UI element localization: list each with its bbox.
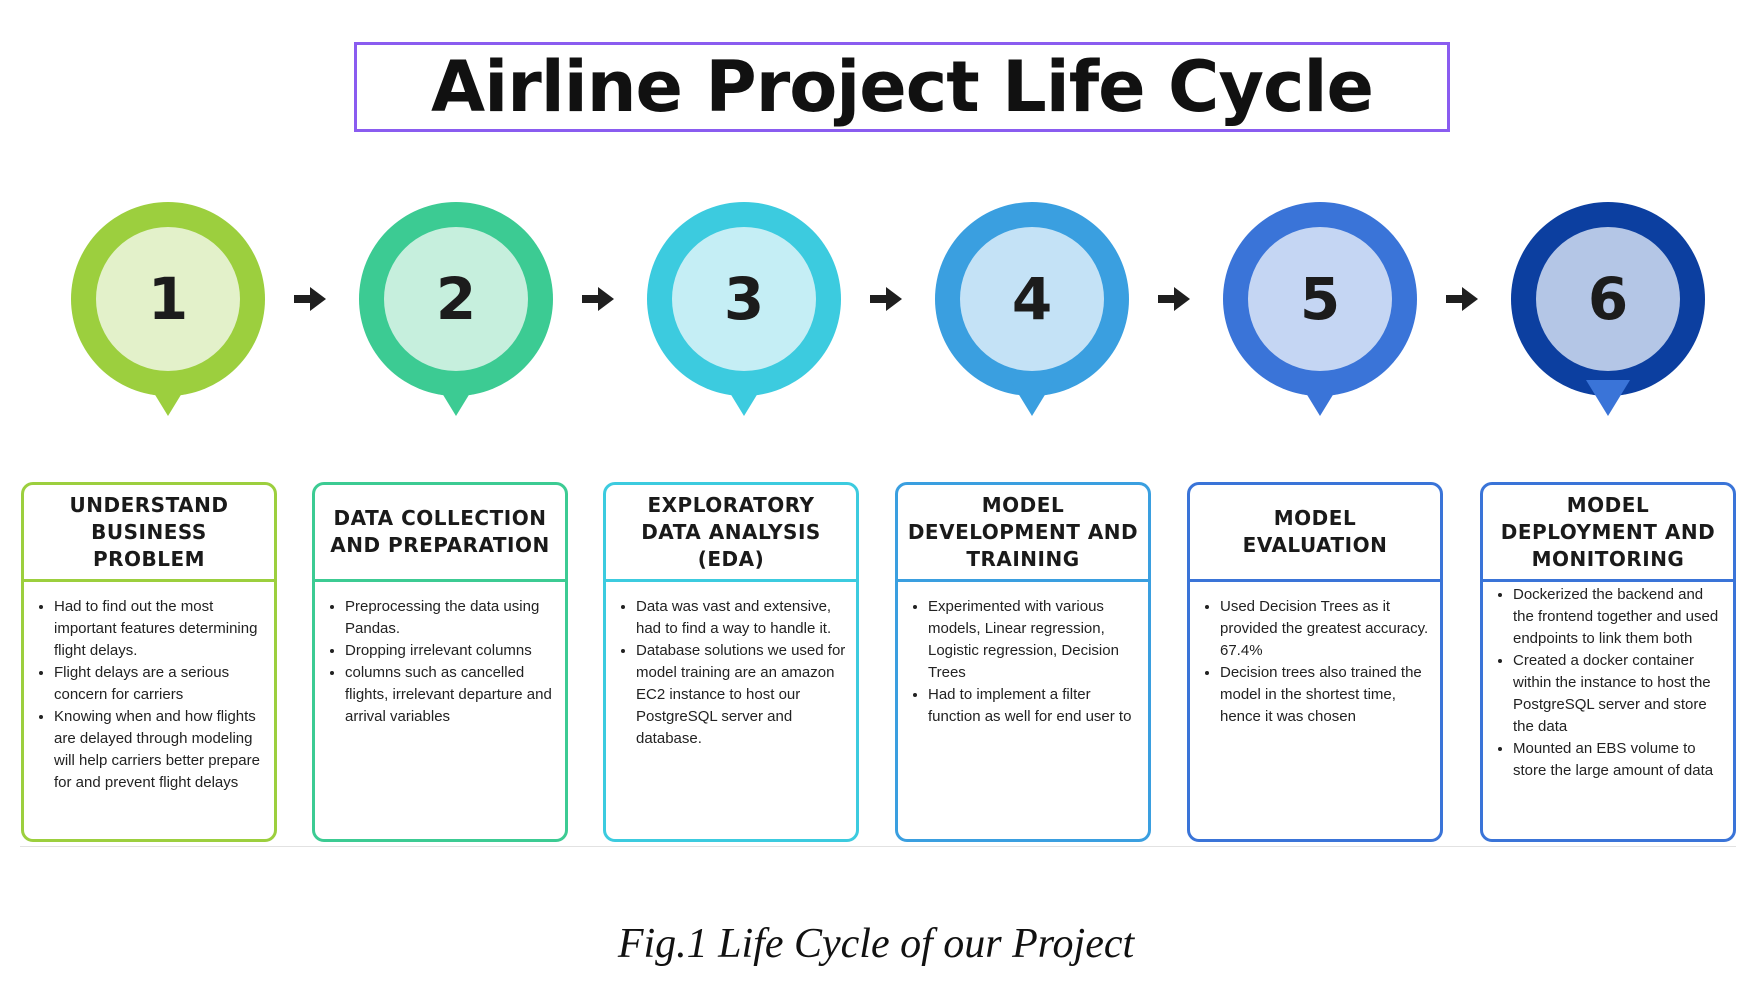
arrow-right-icon <box>1158 287 1190 311</box>
arrow-right-icon <box>870 287 902 311</box>
list-item: Flight delays are a serious concern for … <box>54 662 268 706</box>
list-item: columns such as cancelled flights, irrel… <box>345 662 559 728</box>
list-item: Data was vast and extensive, had to find… <box>636 596 850 640</box>
step-5-card: MODEL EVALUATION Used Decision Trees as … <box>1187 482 1443 842</box>
step-3-heading: EXPLORATORY DATA ANALYSIS (EDA) <box>641 492 821 571</box>
list-item: Mounted an EBS volume to store the large… <box>1513 738 1727 782</box>
step-3-pointer <box>722 380 766 416</box>
step-3-card-header: EXPLORATORY DATA ANALYSIS (EDA) <box>606 485 856 582</box>
title-box: Airline Project Life Cycle <box>354 42 1450 132</box>
list-item: Created a docker container within the in… <box>1513 650 1727 738</box>
step-3-number: 3 <box>723 265 765 333</box>
step-3-bullet-list: Data was vast and extensive, had to find… <box>606 582 856 750</box>
step-3-pin: 3 <box>647 202 841 416</box>
step-4-bullet-list: Experimented with various models, Linear… <box>898 582 1148 728</box>
step-5-pin: 5 <box>1223 202 1417 416</box>
step-3-inner-circle: 3 <box>672 227 816 371</box>
step-6-inner-circle: 6 <box>1536 227 1680 371</box>
list-item: Dockerized the backend and the frontend … <box>1513 584 1727 650</box>
step-6-card: MODEL DEPLOYMENT AND MONITORING Dockeriz… <box>1480 482 1736 842</box>
step-5-card-header: MODEL EVALUATION <box>1190 485 1440 582</box>
step-6-bullet-list: Dockerized the backend and the frontend … <box>1483 582 1733 782</box>
step-2-card-header: DATA COLLECTION AND PREPARATION <box>315 485 565 582</box>
diagram-title: Airline Project Life Cycle <box>431 46 1374 128</box>
step-2-bullet-list: Preprocessing the data using Pandas. Dro… <box>315 582 565 728</box>
figure-caption: Fig.1 Life Cycle of our Project <box>617 921 1135 967</box>
list-item: Decision trees also trained the model in… <box>1220 662 1434 728</box>
list-item: Experimented with various models, Linear… <box>928 596 1142 684</box>
step-1-bullet-list: Had to find out the most important featu… <box>24 582 274 794</box>
list-item: Database solutions we used for model tra… <box>636 640 850 750</box>
list-item: Had to implement a filter function as we… <box>928 684 1142 728</box>
list-item: Knowing when and how flights are delayed… <box>54 706 268 794</box>
step-6-heading: MODEL DEPLOYMENT AND MONITORING <box>1500 492 1716 571</box>
step-5-heading: MODEL EVALUATION <box>1242 506 1388 557</box>
step-5-inner-circle: 5 <box>1248 227 1392 371</box>
divider-line <box>20 846 1736 847</box>
step-1-heading: UNDERSTAND BUSINESS PROBLEM <box>69 492 229 571</box>
step-2-inner-circle: 2 <box>384 227 528 371</box>
step-1-card-header: UNDERSTAND BUSINESS PROBLEM <box>24 485 274 582</box>
list-item: Had to find out the most important featu… <box>54 596 268 662</box>
step-2-card: DATA COLLECTION AND PREPARATION Preproce… <box>312 482 568 842</box>
step-2-pin: 2 <box>359 202 553 416</box>
step-4-card: MODEL DEVELOPMENT AND TRAINING Experimen… <box>895 482 1151 842</box>
step-1-pin: 1 <box>71 202 265 416</box>
step-3-card: EXPLORATORY DATA ANALYSIS (EDA) Data was… <box>603 482 859 842</box>
arrow-right-icon <box>1446 287 1478 311</box>
step-4-pointer <box>1010 380 1054 416</box>
step-1-inner-circle: 1 <box>96 227 240 371</box>
step-1-number: 1 <box>147 265 189 333</box>
step-1-card: UNDERSTAND BUSINESS PROBLEM Had to find … <box>21 482 277 842</box>
list-item: Used Decision Trees as it provided the g… <box>1220 596 1434 662</box>
step-6-card-header: MODEL DEPLOYMENT AND MONITORING <box>1483 485 1733 582</box>
step-6-pointer <box>1586 380 1630 416</box>
step-5-number: 5 <box>1299 265 1341 333</box>
arrow-right-icon <box>294 287 326 311</box>
list-item: Dropping irrelevant columns <box>345 640 559 662</box>
list-item: Preprocessing the data using Pandas. <box>345 596 559 640</box>
arrow-right-icon <box>582 287 614 311</box>
step-2-heading: DATA COLLECTION AND PREPARATION <box>330 506 550 557</box>
step-1-pointer <box>146 380 190 416</box>
step-6-pin: 6 <box>1511 202 1705 416</box>
step-4-card-header: MODEL DEVELOPMENT AND TRAINING <box>898 485 1148 582</box>
step-6-number: 6 <box>1587 265 1629 333</box>
step-4-number: 4 <box>1011 265 1053 333</box>
step-4-inner-circle: 4 <box>960 227 1104 371</box>
step-5-bullet-list: Used Decision Trees as it provided the g… <box>1190 582 1440 728</box>
step-2-number: 2 <box>435 265 477 333</box>
step-4-pin: 4 <box>935 202 1129 416</box>
step-5-pointer <box>1298 380 1342 416</box>
step-2-pointer <box>434 380 478 416</box>
step-4-heading: MODEL DEVELOPMENT AND TRAINING <box>907 492 1139 571</box>
